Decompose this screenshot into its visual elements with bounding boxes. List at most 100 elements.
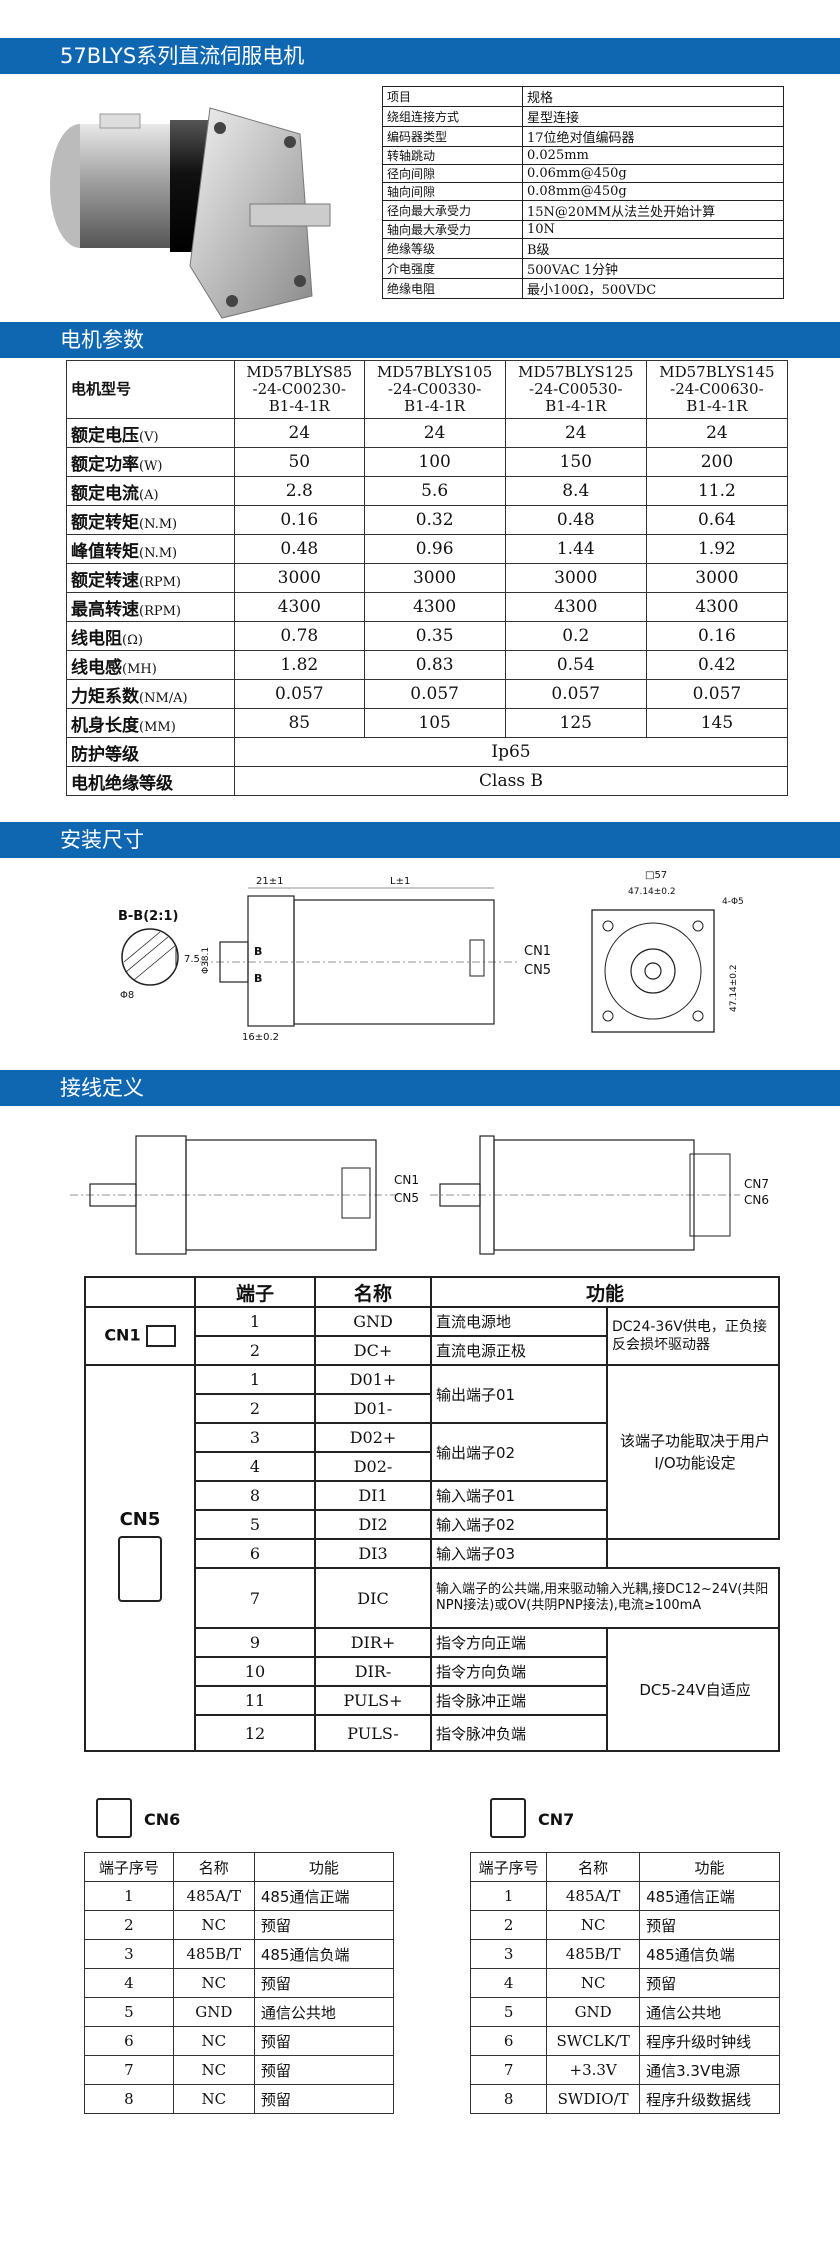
spec-row: 绕组连接方式星型连接 — [382, 106, 784, 127]
spec-key: 编码器类型 — [382, 126, 523, 147]
wiring-num: 1 — [194, 1364, 316, 1395]
cn1-connector-icon — [145, 1325, 176, 1347]
dim-47-v: 47.14±0.2 — [729, 964, 739, 1012]
param-value: 50 — [234, 447, 365, 477]
model-line: MD57BLYS85 — [246, 363, 353, 381]
connector-outline — [469, 939, 485, 977]
wiring-table: 端子 名称 功能 CN1 1 GND 直流电源地 DC24-36V供电，正负接反… — [84, 1276, 780, 1752]
dim-7-5: 7.5 — [184, 954, 200, 965]
param-label: 线电阻(Ω) — [66, 621, 235, 651]
model-line: MD57BLYS125 — [518, 363, 634, 381]
pin-name: NC — [172, 2084, 255, 2114]
pin-num: 7 — [469, 2055, 548, 2085]
param-value: 3000 — [645, 563, 789, 593]
param-label: 线电感(MH) — [66, 650, 235, 680]
pin-num: 8 — [84, 2084, 174, 2114]
pin-name: SWCLK/T — [546, 2026, 641, 2056]
cn7-header: 功能 — [639, 1852, 780, 1882]
param-value: 0.16 — [645, 621, 789, 651]
pin-name: 485B/T — [172, 1939, 255, 1969]
pin-name: NC — [546, 1968, 641, 1998]
wiring-name: DC+ — [314, 1335, 432, 1366]
param-value: 2.8 — [234, 476, 365, 506]
spec-header-row: 项目 规格 — [382, 86, 784, 107]
section-params-bar: 电机参数 — [0, 322, 840, 358]
spec-key: 转轴跳动 — [382, 146, 523, 165]
wiring-num: 2 — [194, 1393, 316, 1424]
dim-16: 16±0.2 — [242, 1032, 279, 1042]
param-value: 0.54 — [504, 650, 647, 680]
b-marker: B — [254, 945, 262, 958]
param-value: 0.42 — [645, 650, 789, 680]
param-value: 100 — [363, 447, 506, 477]
pin-fn: 通信3.3V电源 — [639, 2055, 780, 2085]
wiring-name: DI2 — [314, 1509, 432, 1540]
wiring-num: 6 — [194, 1538, 316, 1569]
spec-value: 0.025mm — [522, 146, 784, 165]
pin-num: 2 — [84, 1910, 174, 1940]
param-value: 0.48 — [504, 505, 647, 535]
param-value: 200 — [645, 447, 789, 477]
wiring-fn: 输入端子的公共端,用来驱动输入光耦,接DC12~24V(共阳NPN接法)或OV(… — [430, 1567, 780, 1629]
insulation-value: Class B — [234, 766, 788, 796]
param-value: 24 — [363, 418, 506, 448]
param-value: 0.16 — [234, 505, 365, 535]
cn6-title: CN6 — [144, 1810, 181, 1829]
wiring-num: 10 — [194, 1656, 316, 1687]
dim-47: 47.14±0.2 — [628, 887, 676, 897]
pin-fn: 预留 — [639, 1910, 780, 1940]
param-value: 0.78 — [234, 621, 365, 651]
protection-row: 防护等级 Ip65 — [66, 737, 788, 767]
spec-value: 0.08mm@450g — [522, 182, 784, 201]
pin-num: 6 — [84, 2026, 174, 2056]
cn7-header: 名称 — [546, 1852, 641, 1882]
cn5-label: CN5 — [394, 1191, 419, 1205]
param-value: 0.32 — [363, 505, 506, 535]
spec-key: 轴向最大承受力 — [382, 220, 523, 239]
wiring-num: 7 — [194, 1567, 316, 1629]
dim-38: Φ38.1 — [201, 947, 211, 974]
section-params-title: 电机参数 — [60, 328, 144, 352]
wiring-fn: 输入端子02 — [430, 1509, 608, 1540]
spec-value: 15N@20MM从法兰处开始计算 — [522, 200, 784, 221]
insulation-label: 电机绝缘等级 — [66, 766, 235, 796]
wiring-fn: 直流电源地 — [430, 1306, 608, 1337]
wiring-name: DIR+ — [314, 1627, 432, 1658]
param-value: 3000 — [504, 563, 647, 593]
wiring-name: DI3 — [314, 1538, 432, 1569]
pin-fn: 485通信正端 — [639, 1881, 780, 1911]
pin-name: 485A/T — [546, 1881, 641, 1911]
pin-num: 3 — [469, 1939, 548, 1969]
model-line: -24-C00330- — [387, 380, 482, 398]
param-value: 1.44 — [504, 534, 647, 564]
pin-num: 7 — [84, 2055, 174, 2085]
pin-fn: 预留 — [639, 1968, 780, 1998]
wiring-header: 功能 — [430, 1276, 780, 1308]
param-value: 4300 — [234, 592, 365, 622]
pin-num: 4 — [469, 1968, 548, 1998]
wiring-name: PULS+ — [314, 1685, 432, 1716]
wiring-name: D02- — [314, 1451, 432, 1482]
wiring-fn: 指令方向负端 — [430, 1656, 608, 1687]
pin-num: 4 — [84, 1968, 174, 1998]
model-cell: MD57BLYS85-24-C00230-B1-4-1R — [234, 360, 365, 419]
pin-num: 8 — [469, 2084, 548, 2114]
param-value: 0.057 — [234, 679, 365, 709]
model-line: B1-4-1R — [404, 397, 466, 415]
param-value: 0.2 — [504, 621, 647, 651]
param-value: 1.82 — [234, 650, 365, 680]
